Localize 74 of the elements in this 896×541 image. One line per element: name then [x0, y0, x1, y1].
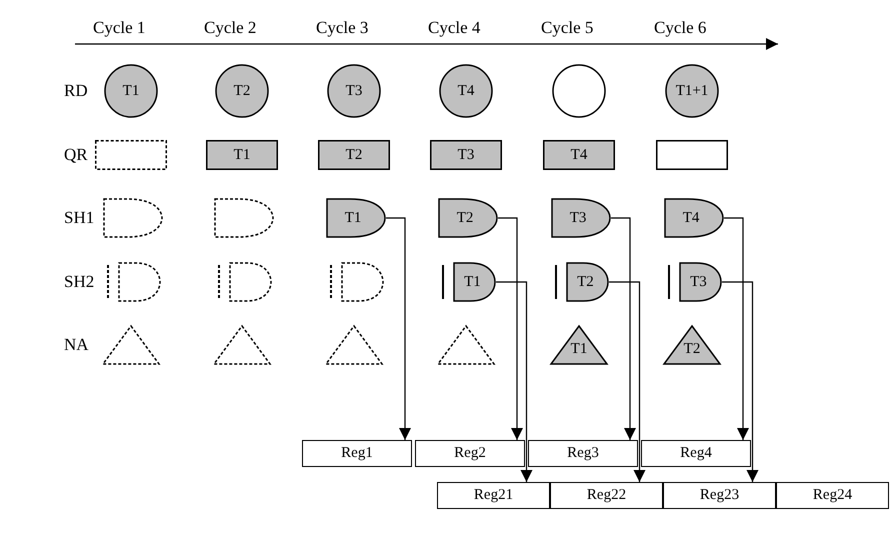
arrow — [498, 217, 523, 440]
task-label: T1 — [234, 146, 250, 164]
task-label: T1 — [344, 209, 362, 227]
stage-triangle — [550, 325, 608, 365]
task-label: T3 — [690, 273, 707, 291]
gate-shape — [107, 262, 161, 302]
task-label: T1 — [570, 340, 588, 358]
stage-triangle — [663, 325, 721, 365]
stage-rect — [430, 140, 502, 170]
task-label: T3 — [570, 209, 586, 227]
task-label: T4 — [682, 209, 700, 227]
task-label: T1 — [122, 82, 140, 100]
arrow — [609, 281, 646, 482]
arrow — [496, 281, 532, 482]
column-heading: Cycle 6 — [654, 17, 706, 39]
task-label: T3 — [458, 146, 474, 164]
task-label: T1+1 — [676, 82, 708, 100]
stage-circle — [439, 64, 493, 118]
gate-shape — [214, 198, 274, 238]
stage-triangle — [437, 325, 495, 365]
column-heading: Cycle 3 — [316, 17, 368, 39]
stage-circle — [104, 64, 158, 118]
task-label: T3 — [346, 82, 362, 100]
gate-shape — [668, 262, 722, 302]
task-label: T2 — [456, 209, 474, 227]
register-cell: Reg23 — [663, 482, 776, 509]
task-label: T4 — [570, 146, 588, 164]
gate-shape — [218, 262, 272, 302]
register-cell: Reg4 — [641, 440, 751, 467]
column-heading: Cycle 5 — [541, 17, 594, 39]
register-cell: Reg1 — [302, 440, 412, 467]
gate-shape — [438, 198, 498, 238]
task-label: T1 — [464, 273, 481, 291]
stage-triangle — [102, 325, 160, 365]
gate-shape — [442, 262, 496, 302]
column-heading: Cycle 1 — [93, 17, 146, 39]
gate-shape — [103, 198, 163, 238]
task-label: T2 — [234, 82, 250, 100]
stage-triangle — [213, 325, 271, 365]
row-label: RD — [64, 80, 88, 102]
stage-rect — [206, 140, 278, 170]
arrow — [386, 217, 411, 440]
column-heading: Cycle 4 — [428, 17, 480, 39]
stage-rect — [95, 140, 167, 170]
gate-shape — [664, 198, 724, 238]
task-label: T2 — [577, 273, 594, 291]
arrow — [611, 217, 636, 440]
register-cell: Reg2 — [415, 440, 525, 467]
task-label: T2 — [346, 146, 362, 164]
arrow — [724, 217, 749, 440]
register-cell: Reg24 — [776, 482, 889, 509]
stage-triangle — [325, 325, 383, 365]
register-cell: Reg3 — [528, 440, 638, 467]
stage-circle — [552, 64, 606, 118]
gate-shape — [551, 198, 611, 238]
row-label: QR — [64, 144, 88, 166]
gate-shape — [330, 262, 384, 302]
stage-circle — [665, 64, 719, 118]
row-label: NA — [64, 334, 89, 356]
task-label: T4 — [458, 82, 474, 100]
gate-shape — [555, 262, 609, 302]
gate-shape — [326, 198, 386, 238]
arrow — [722, 281, 758, 482]
stage-circle — [215, 64, 269, 118]
stage-rect — [318, 140, 390, 170]
row-label: SH2 — [64, 271, 94, 293]
stage-circle — [327, 64, 381, 118]
register-cell: Reg21 — [437, 482, 550, 509]
stage-rect — [656, 140, 728, 170]
row-label: SH1 — [64, 207, 94, 229]
column-heading: Cycle 2 — [204, 17, 256, 39]
register-cell: Reg22 — [550, 482, 663, 509]
stage-rect — [543, 140, 615, 170]
task-label: T2 — [684, 340, 700, 358]
